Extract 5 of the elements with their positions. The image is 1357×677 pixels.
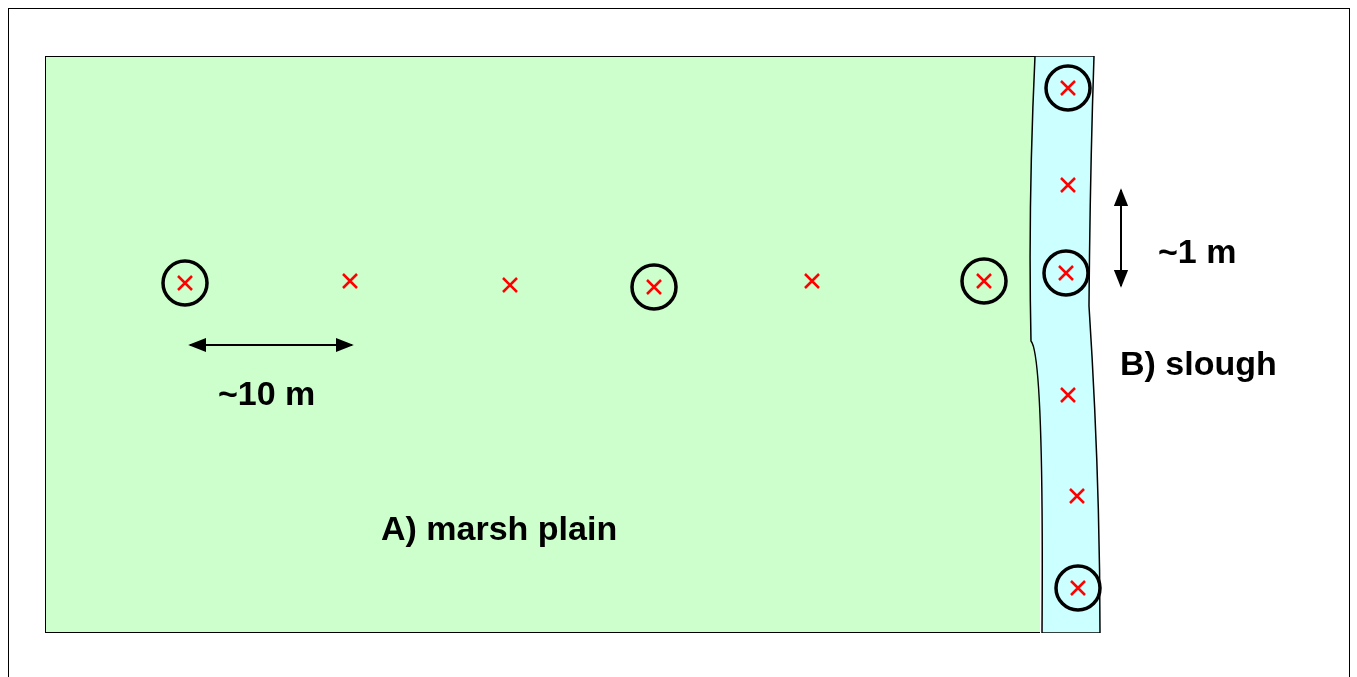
region-label: B) slough (1120, 343, 1277, 384)
dimension-label: ~10 m (218, 373, 316, 414)
dimension-label: ~1 m (1158, 231, 1237, 272)
marsh-plain-area (45, 56, 1040, 633)
region-label: A) marsh plain (381, 508, 618, 549)
